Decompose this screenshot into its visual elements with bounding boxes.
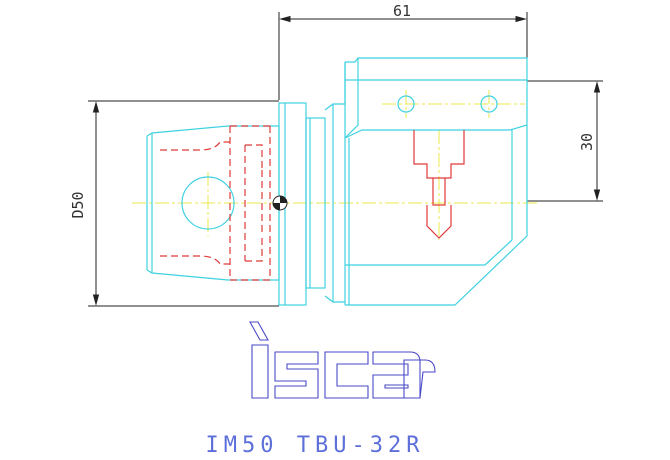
dimension-d50-label: D50: [69, 191, 87, 218]
dimension-lines: [88, 12, 603, 307]
hidden-bore: [413, 130, 465, 239]
pin-symbol: [272, 195, 288, 211]
dimension-61-label: 61: [393, 2, 411, 20]
hidden-lines: [160, 125, 271, 281]
iscar-logo: [249, 321, 436, 399]
model-name: IM50 TBU-32R: [206, 433, 425, 458]
dimension-30-label: 30: [578, 133, 596, 151]
center-lines: [132, 90, 540, 240]
visible-outlines: [146, 57, 528, 306]
